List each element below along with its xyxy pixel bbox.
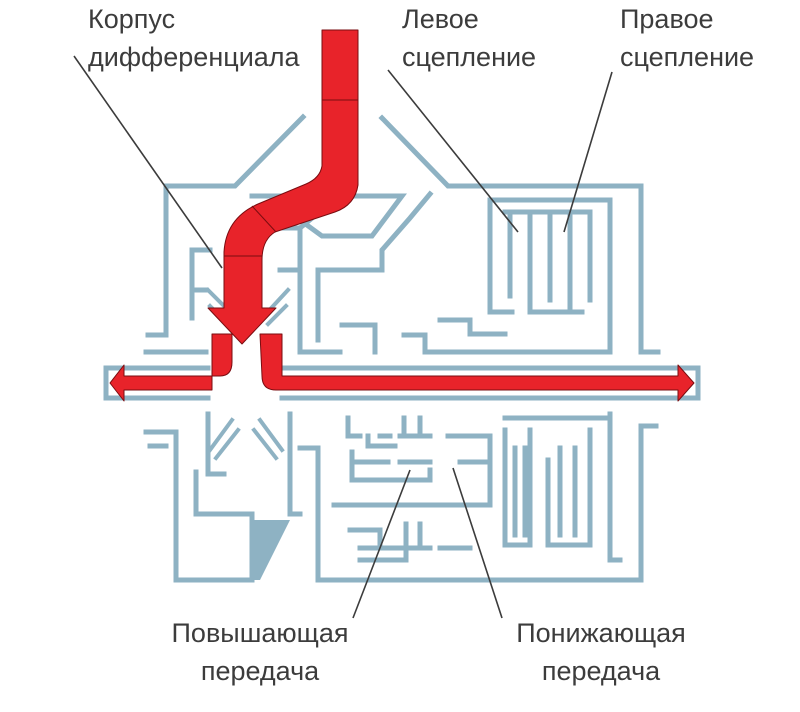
housing-lower — [143, 411, 659, 583]
input-flow-arrow — [207, 29, 359, 345]
leader-lines — [73, 55, 613, 619]
left-output-arrow — [109, 333, 233, 402]
right-output-arrow — [259, 333, 695, 402]
label-diff-case: Корпус дифференциала — [88, 4, 300, 72]
label-left-clutch: Левое сцепление — [402, 4, 537, 72]
label-overdrive-gear: Повышающая передача — [171, 618, 349, 686]
ring-gear-wedge — [252, 520, 290, 580]
label-right-clutch: Правое сцепление — [620, 4, 755, 72]
label-underdrive-gear: Понижающая передача — [516, 618, 686, 686]
power-flow — [109, 29, 695, 402]
